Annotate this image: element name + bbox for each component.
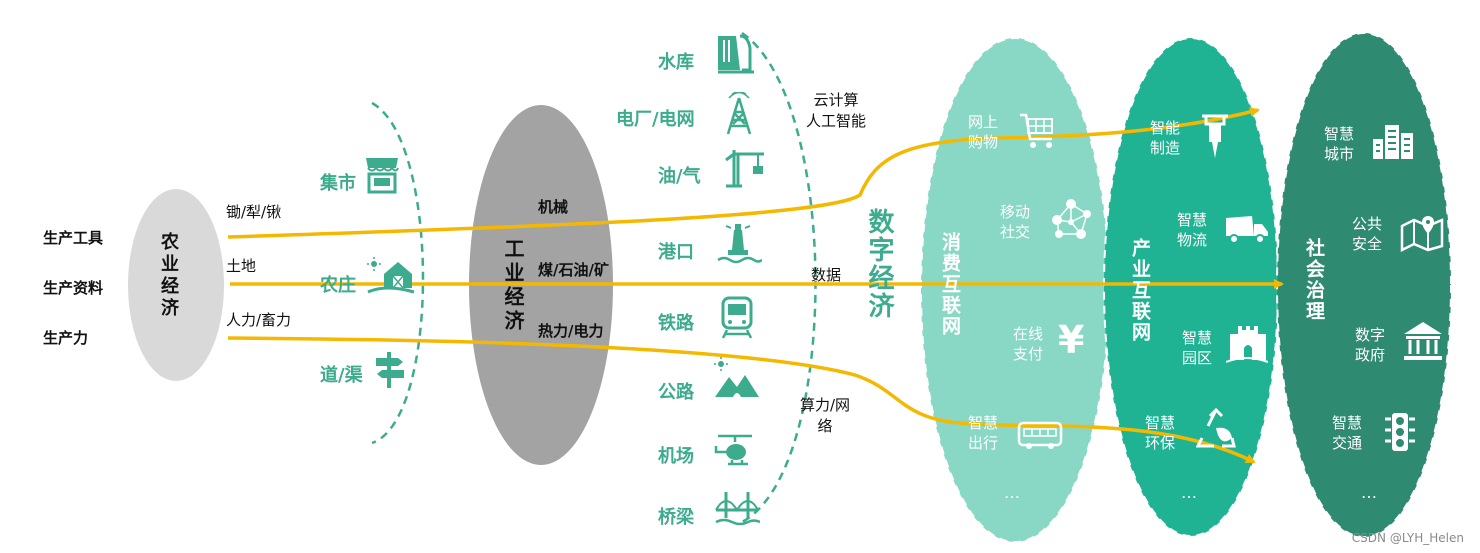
input-productivity-label: 生产力	[43, 329, 89, 347]
digital-compute-label: 算力/网 络	[800, 396, 851, 435]
dam-icon	[718, 34, 754, 74]
infra-railway: 铁路	[658, 313, 694, 334]
yen-icon: ¥	[1058, 318, 1085, 362]
drill-icon	[1202, 114, 1228, 158]
government-building-icon	[1404, 322, 1442, 360]
industrial-more: …	[1181, 483, 1197, 502]
input-tools-label: 生产工具	[43, 229, 104, 247]
infra-oil-gas: 油/气	[658, 166, 701, 187]
digital-title: 数字经济	[864, 208, 894, 320]
farm-barn-icon	[367, 257, 415, 294]
arrow-tools	[227, 107, 1260, 239]
mountain-road-icon	[714, 357, 759, 397]
agri-ellipse	[128, 189, 224, 381]
industrial-item-logistics: 智慧 物流	[1177, 211, 1208, 249]
governance-more: …	[1361, 483, 1377, 502]
agri-land-label: 土地	[226, 257, 257, 275]
traffic-light-icon	[1385, 413, 1415, 451]
signpost-icon	[376, 352, 404, 388]
agri-power-label: 人力/畜力	[226, 311, 292, 329]
infra-highway: 公路	[658, 382, 694, 403]
industry-title: 工业经济	[501, 238, 525, 334]
governance-item-security: 公共 安全	[1352, 215, 1383, 253]
city-buildings-icon	[1373, 125, 1413, 159]
infra-reservoir: 水库	[658, 52, 694, 73]
oil-crane-icon	[725, 150, 764, 188]
industrial-item-manufacturing: 智能 制造	[1150, 119, 1181, 157]
governance-item-traffic: 智慧 交通	[1332, 414, 1363, 452]
train-icon	[721, 296, 753, 339]
industry-item-machinery: 机械	[538, 198, 569, 216]
consumer-more: …	[1004, 483, 1020, 502]
social-network-icon	[1052, 199, 1091, 239]
industry-item-coal: 煤/石油/矿	[538, 261, 609, 279]
industrial-item-environment: 智慧 环保	[1145, 414, 1176, 452]
arrow-productivity	[227, 336, 1256, 464]
infra-power-grid: 电厂/电网	[616, 109, 695, 130]
bridge-icon	[715, 492, 760, 526]
consumer-item-shopping: 网上 购物	[968, 113, 999, 151]
agri-item-road: 道/渠	[320, 365, 363, 386]
market-stall-icon	[366, 158, 399, 194]
governance-item-city: 智慧 城市	[1324, 125, 1355, 163]
digital-cloud-label: 云计算 人工智能	[806, 91, 867, 130]
industrial-item-park: 智慧 园区	[1182, 329, 1213, 367]
input-materials-label: 生产资料	[43, 279, 104, 297]
helicopter-icon	[714, 434, 752, 466]
lighthouse-icon	[717, 224, 762, 264]
digital-data-label: 数据	[811, 266, 842, 284]
agri-item-market: 集市	[320, 173, 356, 194]
bus-icon	[1017, 421, 1063, 449]
consumer-item-payment: 在线 支付	[1013, 325, 1044, 363]
governance-item-government: 数字 政府	[1355, 326, 1386, 364]
consumer-title: 消费互联网	[939, 232, 961, 337]
shopping-cart-icon	[1020, 113, 1053, 148]
agri-item-farm: 农庄	[320, 275, 356, 296]
map-pin-icon	[1400, 216, 1444, 252]
consumer-item-travel: 智慧 出行	[968, 414, 999, 452]
castle-icon	[1226, 326, 1268, 363]
consumer-item-social: 移动 社交	[1000, 203, 1031, 241]
industry-item-heat: 热力/电力	[538, 322, 604, 340]
infra-port: 港口	[658, 242, 694, 263]
recycle-icon	[1196, 408, 1236, 448]
agri-dashed-arc	[371, 101, 425, 445]
infra-airport: 机场	[658, 446, 694, 467]
power-tower-icon	[726, 92, 752, 135]
agri-title: 农业经济	[158, 232, 179, 320]
industrial-title: 产业互联网	[1129, 238, 1151, 343]
governance-title: 社会治理	[1303, 238, 1325, 322]
infra-bridge: 桥梁	[658, 507, 694, 528]
agri-tools-label: 锄/犁/锹	[226, 203, 282, 221]
watermark: CSDN @LYH_Helen	[1351, 531, 1464, 545]
truck-icon	[1226, 216, 1268, 244]
